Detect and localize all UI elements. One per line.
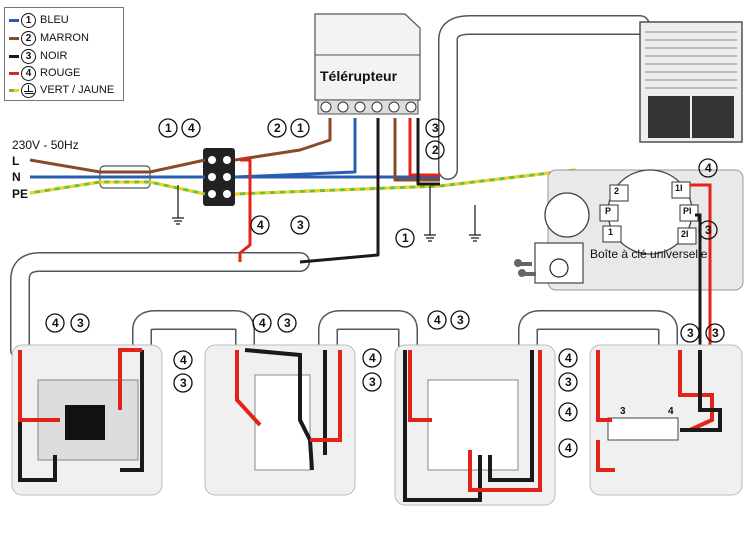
legend-item-bleu: 1 BLEU [9, 12, 69, 28]
key-icon [514, 259, 536, 277]
key-terminal-1i: 1I [675, 183, 683, 193]
callout-4: 4 [259, 316, 266, 330]
callout-2: 2 [274, 121, 281, 135]
earth-icon [424, 186, 436, 242]
callout-4: 4 [180, 353, 187, 367]
roller-shutter-icon [639, 21, 743, 143]
callout-3: 3 [432, 121, 439, 135]
callout-4: 4 [565, 441, 572, 455]
earth-icon [172, 185, 184, 225]
callout-4: 4 [565, 405, 572, 419]
callout-1: 1 [165, 121, 172, 135]
callout-3: 3 [712, 326, 719, 340]
legend-swatch [9, 36, 19, 40]
legend-swatch [9, 54, 19, 58]
legend-number: 2 [21, 30, 36, 46]
final-module-t3: 3 [620, 406, 626, 417]
callout-3: 3 [565, 375, 572, 389]
supply-l-label: L [12, 154, 20, 168]
switch-module-1 [11, 344, 163, 496]
legend-number: 1 [21, 12, 36, 28]
callout-4: 4 [434, 313, 441, 327]
supply-wires [29, 158, 206, 196]
callout-4: 4 [257, 218, 264, 232]
switch-module-2 [204, 344, 356, 496]
legend-swatch [9, 88, 19, 92]
legend-label: NOIR [40, 50, 68, 62]
supply-pe-label: PE [12, 187, 29, 201]
callout-4: 4 [705, 161, 712, 175]
key-terminal-1: 1 [608, 227, 614, 237]
legend-label: MARRON [40, 32, 89, 44]
callout-4: 4 [369, 351, 376, 365]
callout-4: 4 [565, 351, 572, 365]
key-box-label: Boîte à clé universelle [590, 247, 708, 261]
relay-body [314, 13, 421, 115]
legend-number: 4 [21, 65, 36, 81]
callout-3: 3 [457, 313, 464, 327]
callout-3: 3 [687, 326, 694, 340]
supply-n-label: N [12, 170, 21, 184]
legend-label: ROUGE [40, 67, 81, 79]
legend-item-vert-jaune: VERT / JAUNE [9, 82, 114, 98]
wire-number-labels [45, 118, 725, 458]
relay-terminals [320, 101, 417, 113]
legend-swatch [9, 18, 19, 22]
key-terminal-pi: PI [683, 206, 692, 216]
earth-icon [469, 205, 481, 242]
relay-title: Télérupteur [320, 68, 398, 84]
switch-module-4: 3 4 [589, 344, 743, 496]
callout-1: 1 [402, 231, 409, 245]
callout-2: 2 [432, 143, 439, 157]
key-terminal-p: P [605, 206, 612, 216]
supply-voltage: 230V - 50Hz [12, 138, 79, 152]
switch-module-3 [394, 344, 556, 506]
earth-icon [21, 82, 36, 98]
key-box-terminals [599, 181, 699, 245]
callout-3: 3 [77, 316, 84, 330]
legend-label: BLEU [40, 14, 69, 26]
final-module-t4: 4 [668, 406, 674, 417]
callout-3: 3 [705, 223, 712, 237]
key-box-wires [690, 183, 712, 345]
wire-color-legend: 1 BLEU 2 MARRON 3 NOIR 4 ROUGE VERT / JA… [4, 7, 124, 101]
legend-item-rouge: 4 ROUGE [9, 65, 80, 81]
legend-item-noir: 3 NOIR [9, 48, 68, 64]
key-terminal-2i: 2I [681, 229, 689, 239]
legend-swatch [9, 71, 19, 75]
callout-4: 4 [52, 316, 59, 330]
legend-number: 3 [21, 48, 36, 64]
terminal-block [203, 148, 235, 206]
legend-label: VERT / JAUNE [40, 84, 115, 96]
callout-3: 3 [284, 316, 291, 330]
key-terminal-2: 2 [614, 186, 620, 196]
callout-1: 1 [297, 121, 304, 135]
callout-3: 3 [180, 376, 187, 390]
legend-item-marron: 2 MARRON [9, 30, 89, 46]
callout-3: 3 [297, 218, 304, 232]
key-box-panel [514, 169, 744, 291]
callout-3: 3 [369, 375, 376, 389]
callout-4: 4 [188, 121, 195, 135]
